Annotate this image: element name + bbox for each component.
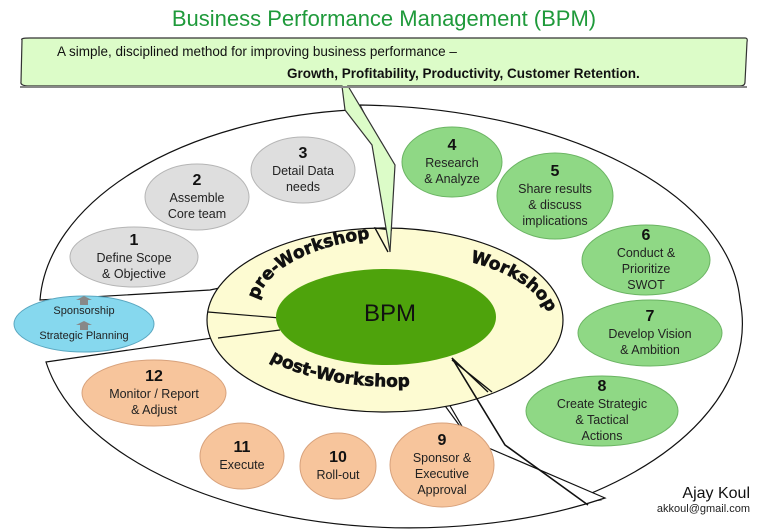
step-2-ellipse: [144, 163, 250, 231]
step-7-ellipse: [577, 299, 723, 367]
bpm-center-label: BPM: [363, 300, 416, 327]
step-text-line: Define Scope: [96, 251, 172, 265]
author-name: Ajay Koul: [682, 485, 750, 502]
step-text-line: Assemble: [169, 191, 225, 205]
arrow-up-icon: [76, 296, 92, 305]
banner-description: A simple, disciplined method for improvi…: [57, 44, 457, 59]
step-number: 4: [447, 137, 457, 154]
step-text-line: & Adjust: [131, 403, 177, 417]
step-text-line: Execute: [219, 458, 265, 472]
step-text-line: Create Strategic: [556, 397, 648, 411]
step-text-line: Core team: [167, 207, 227, 221]
bottom-connector-2: [451, 357, 489, 393]
step-4-ellipse: [401, 126, 503, 198]
step-text-line: Develop Vision: [608, 327, 692, 341]
step-text-line: Research: [425, 156, 479, 170]
step-3-ellipse: [250, 136, 356, 204]
step-text-line: Detail Data: [272, 164, 334, 178]
step-text-line: SWOT: [627, 278, 665, 292]
step-12-ellipse: [81, 359, 227, 427]
step-number: 1: [129, 232, 139, 249]
author-block: Ajay Koul akkoul@gmail.com: [657, 485, 750, 515]
step-shapes: [69, 126, 723, 508]
step-text-line: Actions: [581, 429, 623, 443]
step-text-line: & Analyze: [424, 172, 480, 186]
step-number: 6: [641, 227, 651, 244]
sponsorship-label: Sponsorship: [53, 305, 115, 317]
step-text-line: implications: [522, 214, 588, 228]
step-8-ellipse: [525, 375, 679, 447]
step-number: 11: [233, 439, 251, 456]
step-text-line: & Objective: [102, 267, 166, 281]
step-text-line: & Ambition: [620, 343, 680, 357]
bpm-center: [276, 269, 496, 365]
step-text-line: & Tactical: [575, 413, 629, 427]
step-5-ellipse: [496, 152, 614, 240]
step-number: 7: [645, 308, 655, 325]
author-email: akkoul@gmail.com: [656, 503, 750, 515]
step-number: 8: [597, 378, 607, 395]
banner-shadow: [20, 86, 747, 88]
step-6-ellipse: [581, 224, 711, 296]
step-number: 12: [145, 368, 163, 385]
sponsorship-box: Sponsorship Strategic Planning: [14, 292, 154, 344]
step-text-line: Monitor / Report: [109, 387, 199, 401]
step-11-ellipse: [199, 422, 285, 490]
step-9-ellipse: [389, 422, 495, 508]
step-text-line: Conduct &: [616, 246, 676, 260]
bottom-connector: [451, 357, 589, 506]
page-title: Business Performance Management (BPM): [171, 6, 597, 31]
step-text-line: Roll-out: [316, 468, 360, 482]
step-text-line: & discuss: [528, 198, 582, 212]
arrow-up-icon: [76, 321, 92, 330]
step-number: 2: [192, 172, 202, 189]
step-1-ellipse: [69, 226, 199, 288]
step-number: 10: [329, 449, 347, 466]
step-text-line: Sponsor &: [412, 451, 472, 465]
step-number: 5: [550, 163, 560, 180]
step-text-line: Executive: [414, 467, 470, 481]
step-10-ellipse: [299, 432, 377, 500]
step-text-line: Approval: [417, 483, 467, 497]
ring-divider-left: [207, 311, 281, 339]
banner-goals: Growth, Profitability, Productivity, Cus…: [287, 66, 640, 81]
banner-callout-box: [20, 37, 748, 253]
step-text-line: Share results: [518, 182, 592, 196]
step-number: 3: [298, 145, 308, 162]
strategic-planning-label: Strategic Planning: [39, 330, 129, 342]
step-number: 9: [437, 432, 447, 449]
step-text-line: needs: [285, 180, 321, 194]
step-text-line: Prioritize: [621, 262, 671, 276]
